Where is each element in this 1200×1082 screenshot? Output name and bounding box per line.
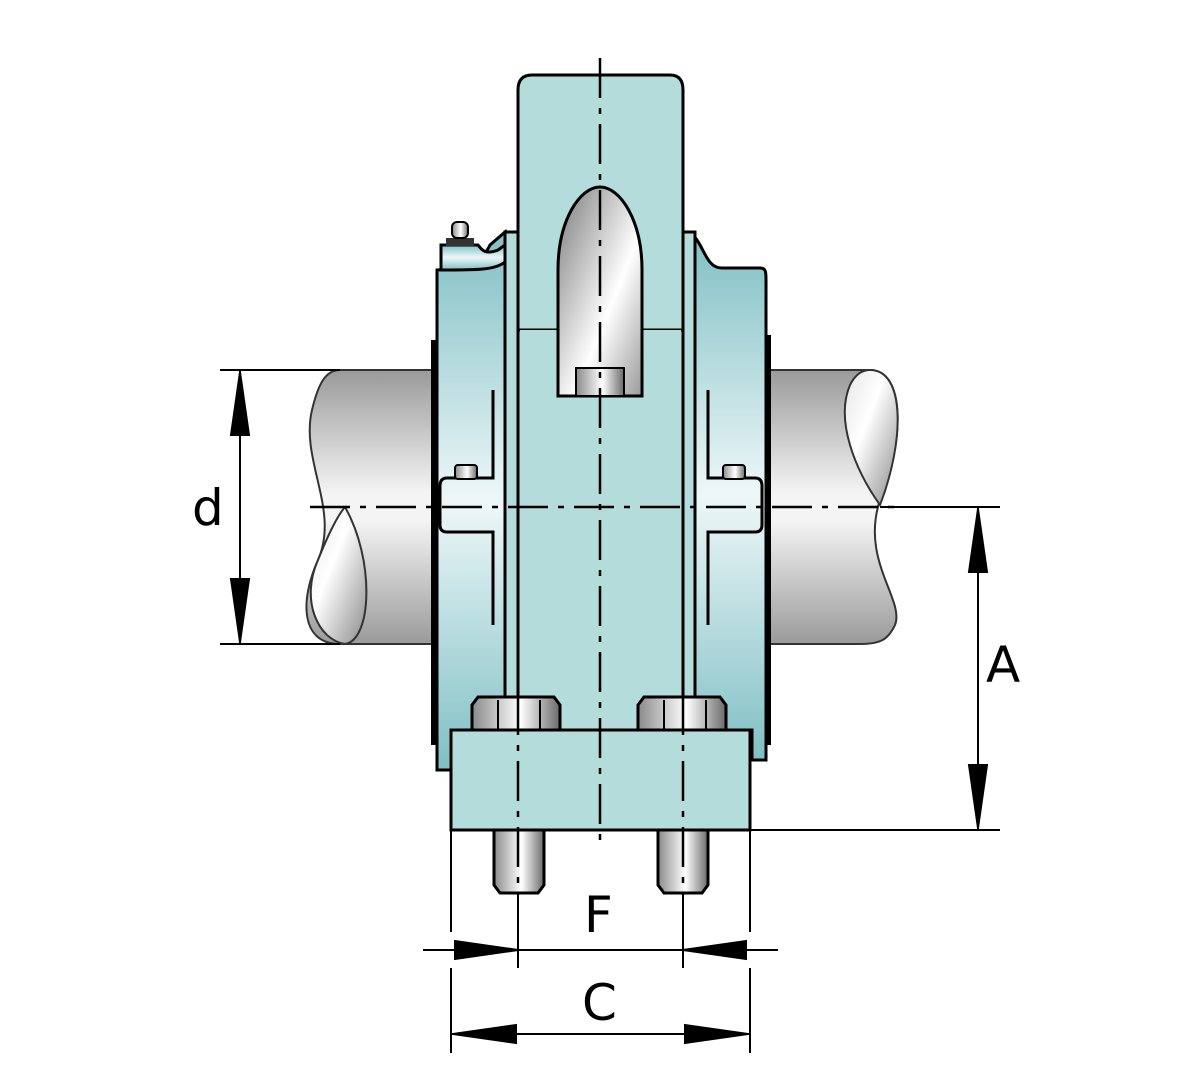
dimension-label-f: F <box>584 886 613 944</box>
grease-nipple-icon <box>439 221 507 272</box>
dimension-lines <box>220 369 1000 1053</box>
dimension-label-d: d <box>192 479 224 537</box>
centerlines <box>310 58 900 895</box>
dimension-label-a: A <box>986 636 1021 694</box>
shaft-left <box>305 369 435 646</box>
dimension-label-c: C <box>582 974 617 1032</box>
shaft-right <box>765 368 899 645</box>
